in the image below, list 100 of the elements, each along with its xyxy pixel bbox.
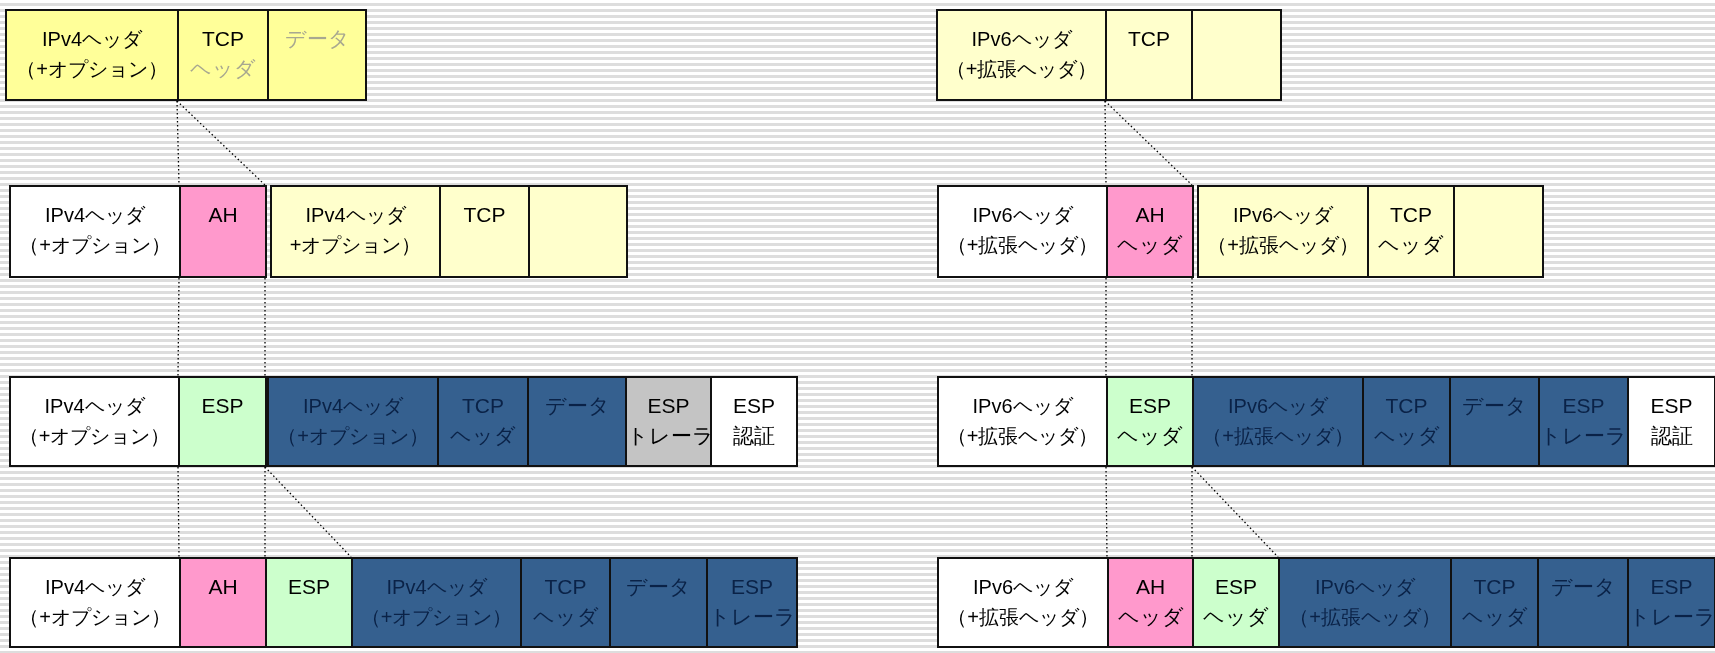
packet-field — [179, 185, 267, 278]
packet-field — [9, 185, 181, 278]
dotted-guide-line — [1105, 277, 1107, 377]
packet-field — [1106, 376, 1194, 467]
field-label: IPv4ヘッダ — [43, 394, 147, 419]
packet-field — [1537, 557, 1629, 648]
field-label: データ — [1461, 393, 1528, 419]
field-label: ヘッダ — [1202, 604, 1270, 630]
field-label: IPv6ヘッダ — [972, 575, 1075, 600]
packet-field — [710, 376, 798, 467]
field-label: トレーラ — [708, 604, 796, 630]
field-label: IPv6ヘッダ — [971, 203, 1075, 228]
field-label: +オプション） — [288, 233, 423, 258]
dotted-guide-line — [1191, 466, 1279, 558]
packet-field — [178, 376, 267, 467]
field-label: IPv4ヘッダ — [44, 575, 147, 600]
packet-field — [1362, 376, 1451, 467]
packet-field — [1105, 9, 1193, 101]
field-label: （+オプション） — [17, 424, 172, 449]
packet-field — [937, 185, 1108, 278]
packet-field — [1538, 376, 1629, 467]
field-label: IPv6ヘッダ — [1314, 575, 1417, 600]
field-label: TCP — [543, 574, 588, 600]
field-label: （+拡張ヘッダ） — [1288, 605, 1442, 630]
packet-field — [9, 376, 180, 467]
field-label: ヘッダ — [1372, 423, 1441, 449]
field-label: ヘッダ — [531, 604, 600, 630]
packet-field — [1450, 557, 1539, 648]
packet-field — [1192, 557, 1280, 648]
field-label: トレーラ — [1629, 604, 1714, 630]
field-label: （+拡張ヘッダ） — [944, 57, 1099, 82]
packet-field — [5, 9, 179, 101]
field-label: （+オプション） — [15, 57, 169, 82]
field-label: TCP — [462, 202, 507, 228]
field-label: IPv6ヘッダ — [1232, 203, 1335, 228]
packet-field — [437, 376, 529, 467]
packet-field — [1192, 376, 1364, 467]
packet-field — [1627, 376, 1715, 467]
field-label: ESP — [1214, 574, 1258, 600]
field-label: ESP — [730, 574, 774, 600]
field-label: （+拡張ヘッダ） — [1206, 233, 1360, 258]
packet-field — [9, 557, 181, 648]
field-label: （+拡張ヘッダ） — [945, 424, 1100, 449]
field-label: TCP — [1389, 202, 1433, 228]
field-label: TCP — [201, 26, 245, 52]
packet-field — [177, 9, 269, 101]
field-label: 認証 — [732, 423, 776, 449]
packet-field — [267, 376, 439, 467]
packet-field — [937, 376, 1108, 467]
field-label: IPv6ヘッダ — [1227, 394, 1330, 419]
field-label: AH — [1134, 574, 1167, 600]
field-label: データ — [543, 393, 611, 419]
field-label: ヘッダ — [1377, 232, 1445, 258]
packet-field — [1197, 185, 1369, 278]
dotted-guide-line — [264, 466, 352, 558]
field-label: データ — [283, 26, 351, 52]
field-label: IPv4ヘッダ — [304, 203, 408, 228]
field-label: トレーラ — [627, 423, 710, 449]
dotted-guide-line — [264, 277, 266, 377]
field-label: TCP — [461, 393, 505, 419]
field-label: AH — [207, 202, 239, 228]
field-label: データ — [1549, 574, 1617, 600]
field-label: ヘッダ — [1116, 423, 1184, 449]
field-label: TCP — [1127, 26, 1171, 52]
packet-field — [520, 557, 611, 648]
empty-field — [1191, 9, 1282, 101]
field-label: ESP — [1649, 574, 1694, 600]
packet-field — [270, 185, 441, 278]
packet-field — [1449, 376, 1540, 467]
dotted-guide-line — [1191, 277, 1193, 377]
field-label: AH — [1134, 202, 1166, 228]
field-label: （+拡張ヘッダ） — [1201, 424, 1355, 449]
field-label: トレーラ — [1540, 423, 1627, 449]
field-label: データ — [625, 574, 692, 600]
field-label: （+オプション） — [276, 424, 430, 449]
field-label: （+オプション） — [18, 233, 172, 258]
dotted-guide-line — [176, 100, 266, 186]
dotted-guide-line — [1191, 466, 1193, 558]
field-label: （+拡張ヘッダ） — [945, 233, 1100, 258]
field-label: ヘッダ — [1460, 604, 1529, 630]
field-label: IPv4ヘッダ — [41, 27, 144, 52]
packet-field — [1278, 557, 1452, 648]
packet-field — [527, 376, 627, 467]
field-label: ESP — [646, 393, 691, 419]
field-label: ESP — [1649, 393, 1694, 419]
packet-field — [936, 9, 1107, 101]
field-label: IPv6ヘッダ — [970, 27, 1074, 52]
field-label: TCP — [1472, 574, 1517, 600]
packet-field — [1107, 557, 1194, 648]
field-label: ESP — [1561, 393, 1606, 419]
empty-field — [1453, 185, 1544, 278]
field-label: ヘッダ — [189, 56, 257, 82]
field-label: ヘッダ — [1116, 232, 1184, 258]
field-label: TCP — [1384, 393, 1429, 419]
field-label: IPv4ヘッダ — [385, 575, 489, 600]
dotted-guide-line — [1104, 100, 1193, 186]
dotted-guide-line — [264, 466, 266, 558]
packet-field — [351, 557, 522, 648]
field-label: ESP — [200, 393, 245, 419]
field-label: ESP — [287, 574, 331, 600]
